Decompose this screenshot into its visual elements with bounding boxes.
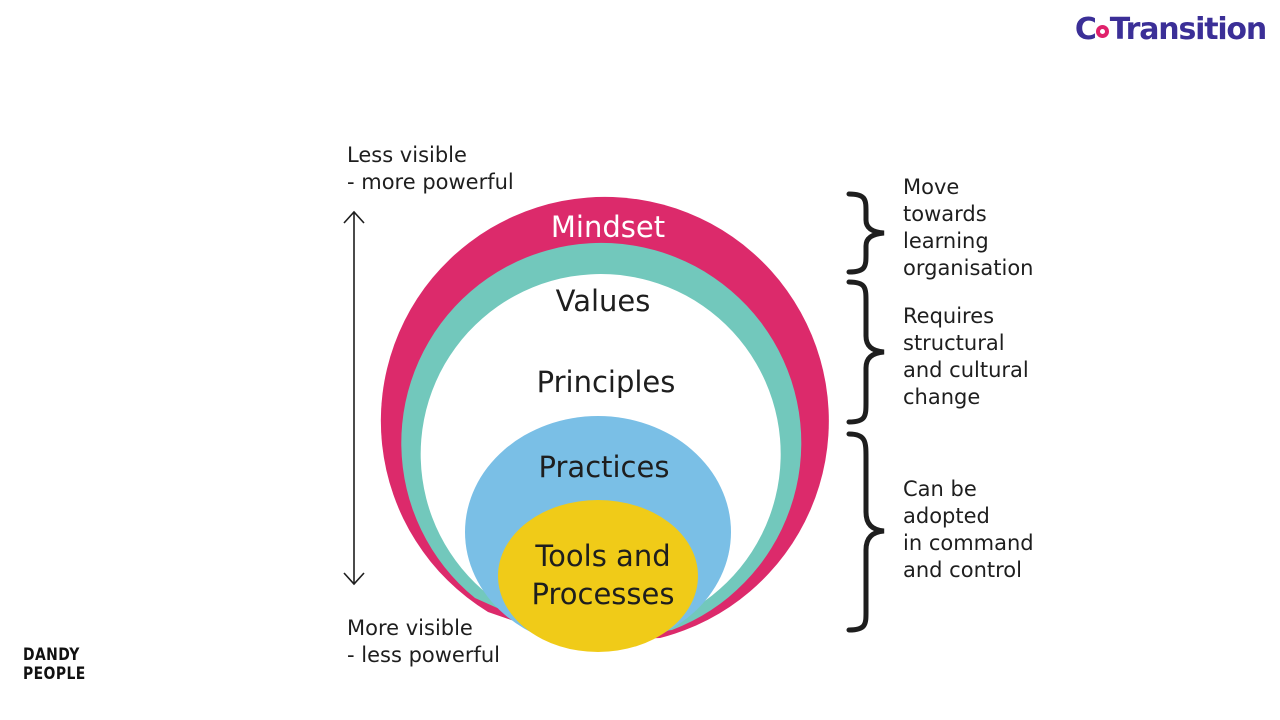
logo-letter-c: C bbox=[1074, 12, 1097, 47]
logo-ring-icon bbox=[1095, 25, 1109, 38]
values-label: Values bbox=[556, 284, 651, 318]
less-visible-note: Less visible - more powerful bbox=[347, 143, 514, 194]
brace-learning bbox=[846, 191, 885, 275]
logo-wordmark: Transition bbox=[1109, 12, 1267, 47]
layer-labels: Mindset Values Principles Practices Tool… bbox=[532, 210, 676, 611]
brace-command bbox=[846, 431, 885, 633]
tools-layer bbox=[498, 500, 698, 652]
brace-group bbox=[846, 191, 885, 633]
command-control-note: Can be adopted in command and control bbox=[903, 477, 1034, 582]
layer-shapes bbox=[380, 196, 829, 652]
tools-label-line2: Processes bbox=[532, 577, 675, 611]
learning-organisation-note: Move towards learning organisation bbox=[903, 175, 1034, 280]
principles-label: Principles bbox=[537, 365, 676, 399]
more-visible-note: More visible - less powerful bbox=[347, 616, 501, 667]
dandy-people-line2: PEOPLE bbox=[23, 664, 86, 684]
brace-structural bbox=[846, 279, 885, 425]
dandy-people-line1: DANDY bbox=[23, 645, 80, 665]
visibility-arrow bbox=[343, 210, 365, 586]
dandy-people-logo: DANDY PEOPLE bbox=[23, 646, 86, 684]
mindset-label: Mindset bbox=[551, 210, 665, 244]
tools-label-line1: Tools and bbox=[534, 539, 670, 573]
practices-label: Practices bbox=[539, 450, 670, 484]
structural-change-note: Requires structural and cultural change bbox=[903, 304, 1029, 409]
cotransition-logo: C Transition bbox=[1074, 12, 1267, 47]
